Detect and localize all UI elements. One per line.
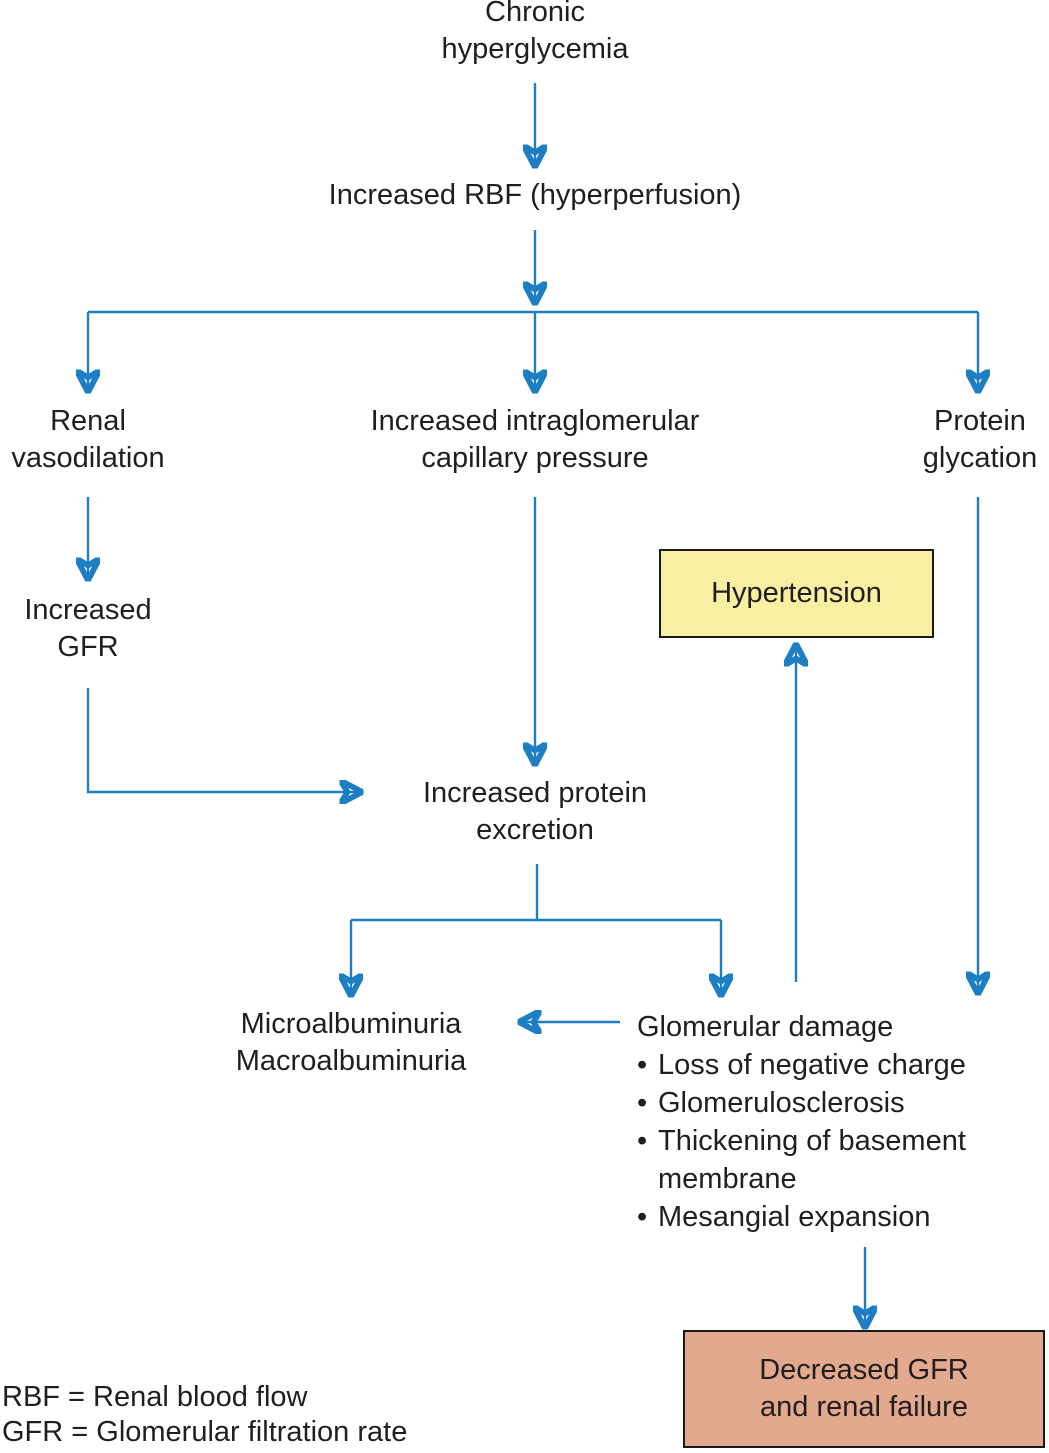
box-decreased-gfr-renal-failure: Decreased GFR and renal failure: [683, 1330, 1045, 1448]
node-increased-gfr: Increased GFR: [24, 594, 152, 663]
glomerular-damage-bullet: Thickening of basement membrane: [637, 1122, 1022, 1198]
legend-rbf: RBF = Renal blood flow: [2, 1381, 308, 1413]
glomerular-damage-list: Loss of negative charge Glomeruloscleros…: [637, 1046, 1022, 1236]
node-increased-protein-excretion: Increased protein excretion: [422, 777, 648, 846]
node-renal-vasodilation: Renal vasodilation: [11, 405, 165, 474]
node-increased-rbf: Increased RBF (hyperperfusion): [328, 179, 742, 211]
node-glomerular-damage: Glomerular damage Loss of negative charg…: [637, 1008, 1022, 1236]
glomerular-damage-bullet: Glomerulosclerosis: [637, 1084, 1022, 1122]
glomerular-damage-bullet: Mesangial expansion: [637, 1198, 1022, 1236]
legend-gfr: GFR = Glomerular filtration rate: [2, 1415, 408, 1448]
glomerular-damage-bullet: Loss of negative charge: [637, 1046, 1022, 1084]
glomerular-damage-title: Glomerular damage: [637, 1011, 894, 1043]
box-hypertension: Hypertension: [659, 549, 934, 638]
node-intraglomerular-pressure: Increased intraglomerular capillary pres…: [370, 405, 700, 474]
abbreviation-legend: RBF = Renal blood flow GFR = Glomerular …: [2, 1380, 407, 1449]
node-chronic-hyperglycemia: Chronic hyperglycemia: [441, 0, 629, 65]
node-albuminuria: Microalbuminuria Macroalbuminuria: [235, 1008, 467, 1077]
node-protein-glycation: Protein glycation: [922, 405, 1038, 474]
arrow-gfr-to-protein-excretion: [86, 688, 360, 792]
